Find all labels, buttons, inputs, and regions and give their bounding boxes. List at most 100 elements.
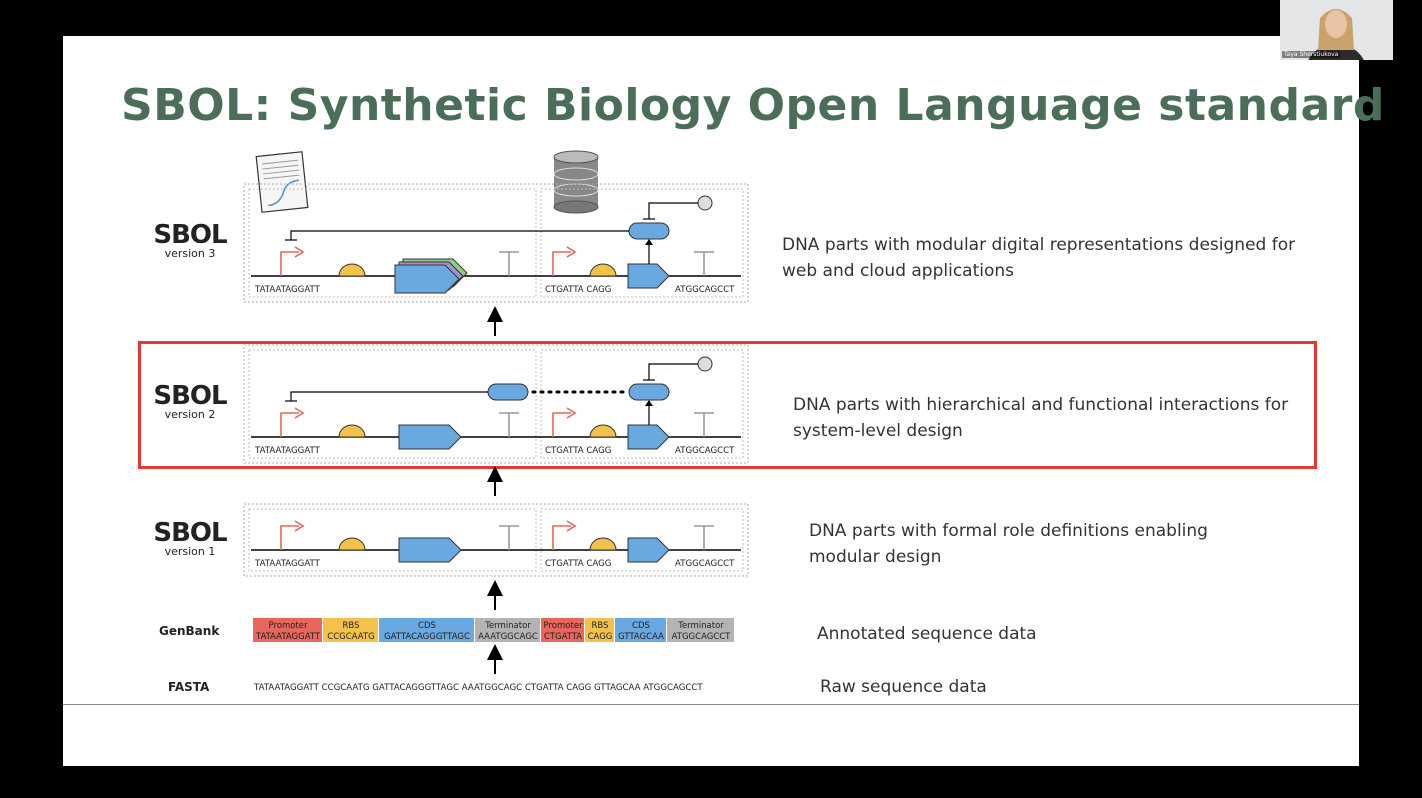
cds-glyph: [398, 424, 462, 450]
sbol-v1-logo: SBOL version 1: [135, 520, 245, 558]
genbank-block-sequence: GTTAGCAA: [618, 632, 664, 642]
genbank-block-label: Promoter: [543, 621, 583, 631]
fasta-label: FASTA: [168, 680, 210, 694]
v2-description-line2: system-level design: [793, 421, 963, 441]
promoter-arrowhead: [294, 520, 305, 532]
genbank-block-bg: [667, 618, 734, 642]
outer-dashed-box: [243, 344, 749, 464]
promoter-glyph: [552, 525, 571, 550]
fasta-description: Raw sequence data: [820, 677, 987, 697]
logo-word: SBOL: [153, 220, 227, 250]
sbol-v2-logo: SBOL version 2: [135, 383, 245, 421]
cds-glyph: [627, 424, 670, 450]
promoter-glyph: [280, 412, 299, 437]
sequence-mid: CTGATTA CAGG: [545, 446, 611, 456]
genbank-block-bg: [323, 618, 378, 642]
v2-description-line1: DNA parts with hierarchical and function…: [793, 395, 1289, 415]
genbank-block-bg: [253, 618, 322, 642]
v3-description: DNA parts with modular digital represent…: [782, 232, 1295, 284]
promoter-arrowhead: [294, 246, 305, 258]
left-module-box: [248, 508, 537, 572]
document-icon: [255, 151, 309, 213]
outer-dashed-box: [243, 183, 749, 303]
genbank-block-bg: [379, 618, 474, 642]
rbs-glyph: [589, 424, 617, 438]
genbank-block-label: RBS: [592, 621, 609, 631]
binding-line: [648, 363, 698, 380]
genbank-block-label: CDS: [632, 621, 650, 631]
v1-description-line1: DNA parts with formal role definitions e…: [809, 521, 1208, 541]
production-arrowhead: [645, 239, 653, 245]
logo-word: SBOL: [153, 381, 227, 411]
genbank-block-label: Promoter: [268, 621, 308, 631]
binding-line: [648, 202, 698, 219]
genbank-block-bg: [585, 618, 614, 642]
sequence-mid: CTGATTA CAGG: [545, 285, 611, 295]
sequence-left-start: TATAATAGGATT: [254, 559, 321, 569]
promoter-arrowhead: [566, 407, 577, 419]
sequence-left-start: TATAATAGGATT: [254, 446, 321, 456]
slide-title: SBOL: Synthetic Biology Open Language st…: [121, 80, 1385, 131]
v2-description: DNA parts with hierarchical and function…: [793, 392, 1288, 444]
sequence-right-end: ATGGCAGCCT: [675, 446, 735, 456]
sequence-right-end: ATGGCAGCCT: [675, 285, 735, 295]
rbs-glyph: [338, 424, 366, 438]
right-module-box: [540, 188, 744, 298]
production-arrowhead: [645, 400, 653, 406]
fasta-sequence: TATAATAGGATT CCGCAATG GATTACAGGGTTAGC AA…: [253, 683, 703, 693]
promoter-arrowhead: [566, 246, 577, 258]
promoter-glyph: [280, 525, 299, 550]
cds-glyph: [627, 263, 670, 289]
cds-glyph: [398, 537, 462, 563]
cds-glyph: [627, 537, 670, 563]
logo-version: version 1: [164, 545, 216, 558]
database-icon: [553, 150, 599, 214]
sequence-mid: CTGATTA CAGG: [545, 559, 611, 569]
sbol-v1-block: TATAATAGGATT CTGATTA CAGG ATGGCAGCCT: [243, 503, 749, 577]
v3-description-line2: web and cloud applications: [782, 261, 1015, 281]
genbank-block-bg: [541, 618, 584, 642]
genbank-block-sequence: GATTACAGGGTTAGC: [384, 632, 470, 642]
genbank-block-sequence: CAGG: [588, 632, 613, 642]
genbank-block-bg: [475, 618, 540, 642]
genbank-block-label: RBS: [343, 621, 360, 631]
genbank-block-sequence: ATGGCAGCCT: [672, 632, 732, 642]
sbol-v3-logo: SBOL version 3: [135, 222, 245, 260]
bottom-divider: [63, 704, 1359, 705]
rbs-glyph: [589, 263, 617, 277]
repression-line: [290, 230, 629, 240]
logo-version: version 2: [164, 408, 216, 421]
protein-glyph: [628, 383, 670, 401]
rbs-glyph: [338, 537, 366, 551]
genbank-block-label: Terminator: [677, 621, 724, 631]
rbs-glyph: [338, 263, 366, 277]
genbank-description: Annotated sequence data: [817, 624, 1037, 644]
slide: SBOL: Synthetic Biology Open Language st…: [63, 36, 1385, 766]
protein-glyph-left: [487, 383, 529, 401]
left-module-box: [248, 188, 537, 298]
genbank-block-label: CDS: [418, 621, 436, 631]
logo-word: SBOL: [153, 518, 227, 548]
right-module-box: [540, 349, 744, 459]
genbank-block-label: Terminator: [484, 621, 531, 631]
v3-description-line1: DNA parts with modular digital represent…: [782, 235, 1296, 255]
v1-description: DNA parts with formal role definitions e…: [809, 518, 1208, 570]
promoter-arrowhead: [566, 520, 577, 532]
right-module-box: [540, 508, 744, 572]
webcam-thumbnail: Taya Sherstiukova: [1280, 0, 1393, 60]
webcam-person-image: [1280, 0, 1393, 60]
protein-glyph: [628, 222, 670, 240]
left-module-box: [248, 349, 537, 459]
logo-version: version 3: [164, 247, 216, 260]
promoter-glyph: [280, 251, 299, 276]
version2-highlight-box: [138, 341, 1317, 469]
sequence-right-end: ATGGCAGCCT: [675, 559, 735, 569]
